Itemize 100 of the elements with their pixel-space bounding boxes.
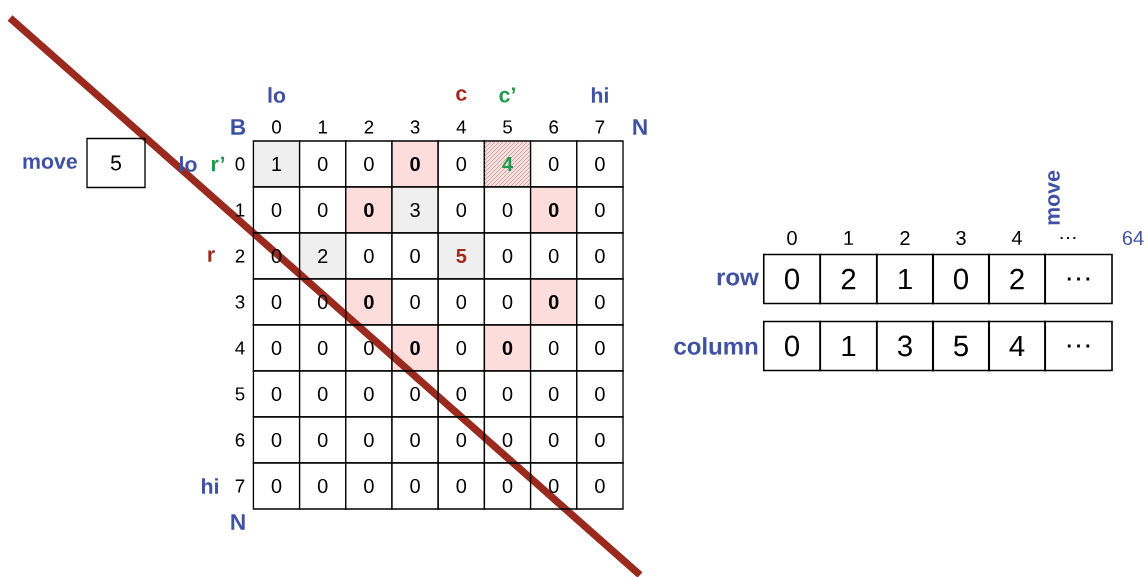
table-cell: 0 bbox=[345, 370, 393, 418]
index-number: 4 bbox=[456, 120, 466, 134]
table-cell: 0 bbox=[576, 324, 624, 372]
table-cell: 0 bbox=[437, 140, 486, 188]
index-number: 2 bbox=[235, 249, 245, 263]
index-number: 3 bbox=[410, 120, 420, 134]
table-cell: 0 bbox=[298, 462, 347, 510]
pointer-label: hi bbox=[591, 87, 608, 103]
table-cell: 0 bbox=[529, 370, 578, 418]
table-cell: 0 bbox=[576, 186, 624, 234]
size-label: N bbox=[231, 514, 245, 530]
table-cell: 0 bbox=[483, 186, 532, 234]
pointer-label: move bbox=[1048, 170, 1060, 225]
index-number: 5 bbox=[503, 120, 512, 134]
pointer-label: c bbox=[456, 89, 467, 101]
table-cell: 0 bbox=[483, 370, 532, 418]
table-cell: 1 bbox=[252, 140, 301, 188]
array-cell: 5 bbox=[931, 320, 991, 372]
table-cell: 0 bbox=[576, 416, 624, 464]
index-number: 0 bbox=[235, 157, 245, 171]
array-cell: 2 bbox=[819, 253, 878, 305]
table-cell: 0 bbox=[345, 232, 393, 280]
array-cell: … bbox=[1044, 253, 1113, 305]
table-cell: 0 bbox=[391, 140, 439, 188]
table-cell: 0 bbox=[252, 278, 301, 326]
array-cell: 0 bbox=[762, 253, 822, 305]
pointer-label: lo bbox=[180, 156, 197, 172]
table-cell: 0 bbox=[252, 462, 301, 510]
index-number: 64 bbox=[1122, 230, 1144, 246]
pointer-label: r’ bbox=[211, 156, 225, 172]
table-cell: 0 bbox=[437, 462, 486, 510]
index-number: 1 bbox=[844, 231, 854, 245]
table-cell: 0 bbox=[345, 140, 393, 188]
table-cell: 0 bbox=[483, 324, 532, 372]
index-number: 4 bbox=[235, 341, 245, 355]
index-number: 6 bbox=[549, 120, 559, 134]
table-cell: 0 bbox=[483, 232, 532, 280]
table-cell: 0 bbox=[391, 462, 439, 510]
table-cell: 0 bbox=[437, 186, 486, 234]
value-box: 5 bbox=[86, 137, 146, 189]
size-label: N bbox=[633, 119, 647, 135]
index-number: 7 bbox=[235, 479, 245, 493]
table-cell: 0 bbox=[345, 324, 393, 372]
array-label: row bbox=[717, 272, 759, 286]
table-cell: 0 bbox=[483, 278, 532, 326]
table-cell: 4 bbox=[502, 157, 513, 171]
table-cell: 0 bbox=[298, 140, 347, 188]
array-cell: 0 bbox=[762, 320, 822, 372]
table-cell: 0 bbox=[252, 324, 301, 372]
table-cell: 0 bbox=[391, 278, 439, 326]
array-cell: 1 bbox=[819, 320, 878, 372]
array-cell: … bbox=[1044, 320, 1113, 372]
table-cell: 0 bbox=[437, 278, 486, 326]
table-cell: 0 bbox=[345, 462, 393, 510]
table-cell: 2 bbox=[298, 232, 347, 280]
table-cell: 0 bbox=[437, 324, 486, 372]
table-cell: 0 bbox=[345, 278, 393, 326]
index-number: 0 bbox=[787, 230, 797, 246]
table-cell: 0 bbox=[345, 416, 393, 464]
index-number: 5 bbox=[235, 387, 245, 401]
index-number: 0 bbox=[272, 120, 281, 134]
table-cell: 0 bbox=[529, 324, 578, 372]
array-label: column bbox=[674, 337, 758, 355]
table-cell: 0 bbox=[391, 232, 439, 280]
table-cell: 5 bbox=[437, 232, 486, 280]
table-cell: 0 bbox=[576, 232, 624, 280]
table-cell: 0 bbox=[345, 186, 393, 234]
table-cell: 0 bbox=[252, 416, 301, 464]
table-cell: 0 bbox=[298, 324, 347, 372]
table-cell: 0 bbox=[529, 462, 578, 510]
array-cell: 2 bbox=[987, 253, 1047, 305]
size-label: B bbox=[231, 119, 246, 135]
index-number: 2 bbox=[364, 120, 374, 134]
table-cell: 0 bbox=[576, 278, 624, 326]
index-number: 1 bbox=[318, 120, 327, 134]
array-cell: 0 bbox=[931, 253, 991, 305]
table-cell: 0 bbox=[252, 370, 301, 418]
pointer-label: r bbox=[208, 250, 215, 262]
array-cell: 4 bbox=[987, 320, 1047, 372]
index-number: … bbox=[1060, 236, 1076, 240]
table-cell: 3 bbox=[391, 186, 439, 234]
table-cell: 0 bbox=[529, 186, 578, 234]
index-number: 7 bbox=[595, 120, 605, 134]
array-cell: 3 bbox=[875, 320, 935, 372]
pointer-label: lo bbox=[268, 87, 286, 103]
table-cell: 0 bbox=[298, 416, 347, 464]
index-number: 2 bbox=[900, 231, 910, 245]
variable-label: move bbox=[23, 157, 77, 169]
table-cell: 0 bbox=[391, 324, 439, 372]
table-cell: 0 bbox=[298, 370, 347, 418]
table-cell: 0 bbox=[576, 140, 624, 188]
table-cell: 0 bbox=[483, 462, 532, 510]
pointer-label: c’ bbox=[499, 87, 515, 103]
pointer-label: hi bbox=[202, 478, 218, 494]
index-number: 4 bbox=[1011, 231, 1022, 245]
table-cell: 0 bbox=[437, 370, 486, 418]
index-number: 1 bbox=[236, 203, 245, 217]
index-number: 3 bbox=[235, 295, 245, 309]
index-number: 6 bbox=[235, 433, 245, 447]
table-cell: 0 bbox=[529, 416, 578, 464]
